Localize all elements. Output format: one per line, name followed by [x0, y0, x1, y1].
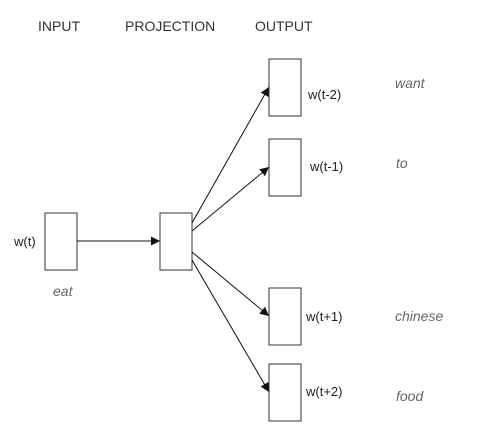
output-node-label: w(t-2) [307, 87, 341, 102]
header-projection: PROJECTION [125, 18, 215, 34]
output-node-box [268, 287, 302, 346]
projection-node [159, 212, 193, 271]
output-word: to [396, 155, 408, 171]
output-node-t-minus-1: w(t-1) to [268, 138, 408, 197]
arrow-projection-to-t-minus-1 [191, 166, 270, 232]
input-node-label: w(t) [13, 234, 36, 249]
input-node: w(t) eat [13, 212, 78, 299]
output-node-t-plus-1: w(t+1) chinese [268, 287, 443, 346]
output-node-t-minus-2: w(t-2) want [268, 58, 426, 117]
output-node-box [268, 363, 302, 422]
arrow-projection-to-t-plus-2 [191, 259, 270, 393]
header-input: INPUT [38, 18, 80, 34]
header-output: OUTPUT [255, 18, 313, 34]
output-node-box [268, 138, 302, 197]
input-node-box [44, 212, 78, 271]
output-word: want [395, 75, 426, 91]
output-node-label: w(t+2) [305, 384, 342, 399]
arrow-projection-to-t-minus-2 [191, 86, 270, 224]
output-word: food [396, 388, 424, 404]
output-word: chinese [395, 308, 443, 324]
input-word: eat [53, 283, 74, 299]
output-node-label: w(t+1) [305, 309, 342, 324]
output-node-box [268, 58, 302, 117]
arrow-projection-to-t-plus-1 [191, 251, 270, 317]
output-node-t-plus-2: w(t+2) food [268, 363, 424, 422]
output-node-label: w(t-1) [309, 159, 343, 174]
